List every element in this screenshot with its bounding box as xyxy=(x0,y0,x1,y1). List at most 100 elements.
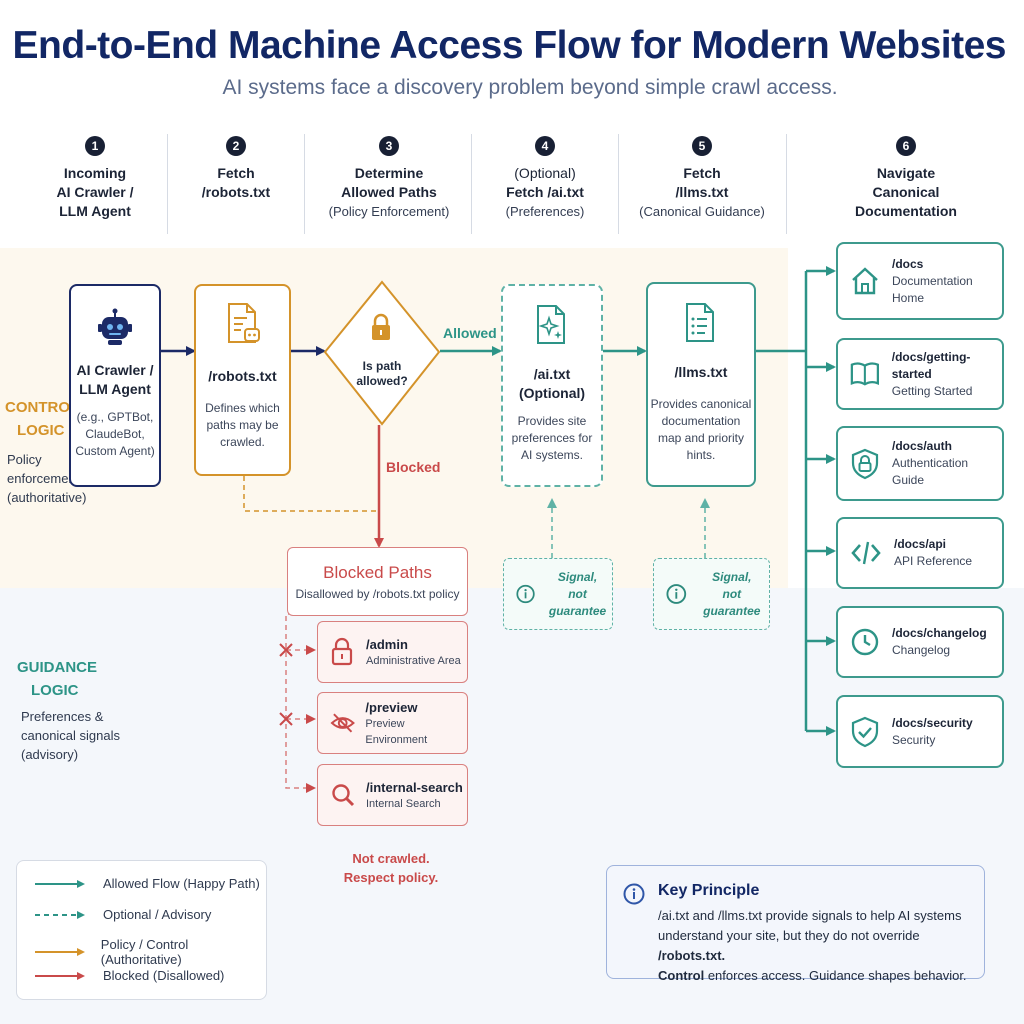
control-title: CONTROL xyxy=(5,399,80,416)
llms-card: /llms.txt Provides canonical documentati… xyxy=(646,282,756,487)
step-1: 1 Incoming AI Crawler / LLM Agent xyxy=(40,136,150,221)
doc-name: Authentication xyxy=(892,456,969,470)
doc-item-home[interactable]: /docs Documentation Home xyxy=(836,242,1004,320)
book-icon xyxy=(850,362,879,386)
step-text: Documentation xyxy=(855,203,957,219)
doc-name: Documentation xyxy=(892,273,973,288)
signal-text: not guarantee xyxy=(548,586,607,618)
step-text: Allowed Paths xyxy=(341,184,437,200)
aitxt-desc: AI systems. xyxy=(520,448,583,462)
signal-text: Signal, xyxy=(712,569,752,584)
blocked-path: /admin xyxy=(366,636,408,652)
blocked-paths-subtitle: Disallowed by /robots.txt policy xyxy=(295,587,460,601)
aitxt-card: /ai.txt (Optional) Provides site prefere… xyxy=(501,284,603,487)
signal-box-llms: Signal, not guarantee xyxy=(653,558,770,630)
doc-path: /docs/auth xyxy=(892,439,953,453)
legend-label: Policy / Control (Authoritative) xyxy=(100,937,189,967)
robot-icon xyxy=(98,308,132,345)
robots-desc: Defines which xyxy=(205,401,280,415)
crawler-card: AI Crawler / LLM Agent (e.g., GPTBot, Cl… xyxy=(69,284,161,487)
key-principle-title: Key Principle xyxy=(658,882,760,899)
doc-name: Guide xyxy=(892,473,925,487)
step-number: 4 xyxy=(535,136,555,156)
step-number: 2 xyxy=(226,136,246,156)
step-text: (Canonical Guidance) xyxy=(639,204,765,219)
legend-item-optional: Optional / Advisory xyxy=(33,907,211,922)
llms-title: /llms.txt xyxy=(674,364,728,380)
blocked-paths-title: Blocked Paths xyxy=(323,563,432,582)
guidance-title: GUIDANCE xyxy=(17,659,98,676)
legend-swatch-solid-teal xyxy=(35,879,85,888)
llms-desc: documentation xyxy=(661,414,741,428)
doc-item-auth[interactable]: /docs/auth Authentication Guide xyxy=(836,426,1004,501)
document-robot-icon xyxy=(227,303,260,343)
guidance-title: LOGIC xyxy=(31,682,79,699)
list-document-icon xyxy=(686,303,714,342)
key-principle-box: Key Principle /ai.txt and /llms.txt prov… xyxy=(606,865,985,983)
step-text: (Preferences) xyxy=(505,204,585,219)
info-icon xyxy=(516,584,535,604)
blocked-name: Preview Environment xyxy=(365,717,428,746)
legend-label: Blocked (Disallowed) xyxy=(103,968,225,983)
decision-text: Is path xyxy=(362,359,402,373)
legend-item-allowed: Allowed Flow (Happy Path) xyxy=(33,876,260,891)
step-separator xyxy=(167,134,168,234)
signal-text: Signal, xyxy=(557,569,598,584)
info-icon xyxy=(666,584,687,604)
step-text: Fetch /ai.txt xyxy=(506,184,584,200)
step-number: 3 xyxy=(379,136,399,156)
info-icon xyxy=(623,883,645,905)
llms-desc: hints. xyxy=(686,448,716,462)
aitxt-title: /ai.txt xyxy=(533,366,571,382)
key-principle-text: /ai.txt and /llms.txt provide signals to… xyxy=(658,906,982,986)
blocked-item-admin: /admin Administrative Area xyxy=(317,621,468,683)
signal-text: not guarantee xyxy=(703,586,761,618)
crawler-desc: Custom Agent) xyxy=(75,444,155,458)
step-3: 3 Determine Allowed Paths (Policy Enforc… xyxy=(318,136,460,221)
legend-label: Allowed Flow (Happy Path) xyxy=(103,876,260,891)
decision-label: Is path allowed? xyxy=(332,359,432,389)
doc-path: /docs/api xyxy=(894,537,947,551)
robots-desc: crawled. xyxy=(220,435,265,449)
robots-title: /robots.txt xyxy=(208,368,277,384)
doc-item-security[interactable]: /docs/security Security xyxy=(836,695,1004,768)
doc-path: /docs xyxy=(892,256,924,271)
step-text: /llms.txt xyxy=(675,184,729,200)
legend-item-policy: Policy / Control (Authoritative) xyxy=(33,937,266,967)
crawler-desc: (e.g., GPTBot, xyxy=(76,410,154,424)
legend-swatch-solid-orange xyxy=(35,948,85,956)
step-number: 5 xyxy=(692,136,712,156)
step-separator xyxy=(304,134,305,234)
legend-item-blocked: Blocked (Disallowed) xyxy=(33,968,224,983)
legend-swatch-dashed-teal xyxy=(35,910,85,919)
guidance-desc-line: canonical signals xyxy=(21,728,121,743)
control-desc-line: (authoritative) xyxy=(7,490,87,505)
doc-item-api[interactable]: /docs/api API Reference xyxy=(836,517,1004,589)
legend-label: Optional / Advisory xyxy=(103,907,212,922)
doc-item-changelog[interactable]: /docs/changelog Changelog xyxy=(836,606,1004,678)
blocked-name: Internal Search xyxy=(366,797,441,810)
step-number: 6 xyxy=(896,136,916,156)
blocked-x-marks xyxy=(279,643,293,726)
blocked-footer-line: Respect policy. xyxy=(343,870,439,885)
key-line: understand your site, but they do not ov… xyxy=(658,928,920,943)
step-text: (Policy Enforcement) xyxy=(328,204,450,219)
step-text: Navigate xyxy=(876,165,936,181)
guidance-desc-line: Preferences & xyxy=(21,709,104,724)
control-title: LOGIC xyxy=(17,422,65,439)
doc-name: Home xyxy=(892,290,925,305)
page-title: End-to-End Machine Access Flow for Moder… xyxy=(12,24,1007,67)
blocked-footer-line: Not crawled. xyxy=(352,851,430,866)
step-text: Incoming xyxy=(63,165,127,181)
step-2: 2 Fetch /robots.txt xyxy=(178,136,294,202)
step-text: AI Crawler / xyxy=(56,184,134,200)
doc-path: /docs/getting-started xyxy=(891,349,971,381)
aitxt-desc: preferences for xyxy=(511,431,593,445)
doc-item-getting-started[interactable]: /docs/getting-started Getting Started xyxy=(836,338,1004,410)
lock-icon xyxy=(331,637,353,666)
step-text: Determine xyxy=(354,165,424,181)
llms-desc: Provides canonical xyxy=(650,397,752,411)
control-desc-line: Policy xyxy=(7,452,42,467)
legend-swatch-solid-red xyxy=(35,971,85,980)
guidance-desc-line: (advisory) xyxy=(21,747,79,762)
